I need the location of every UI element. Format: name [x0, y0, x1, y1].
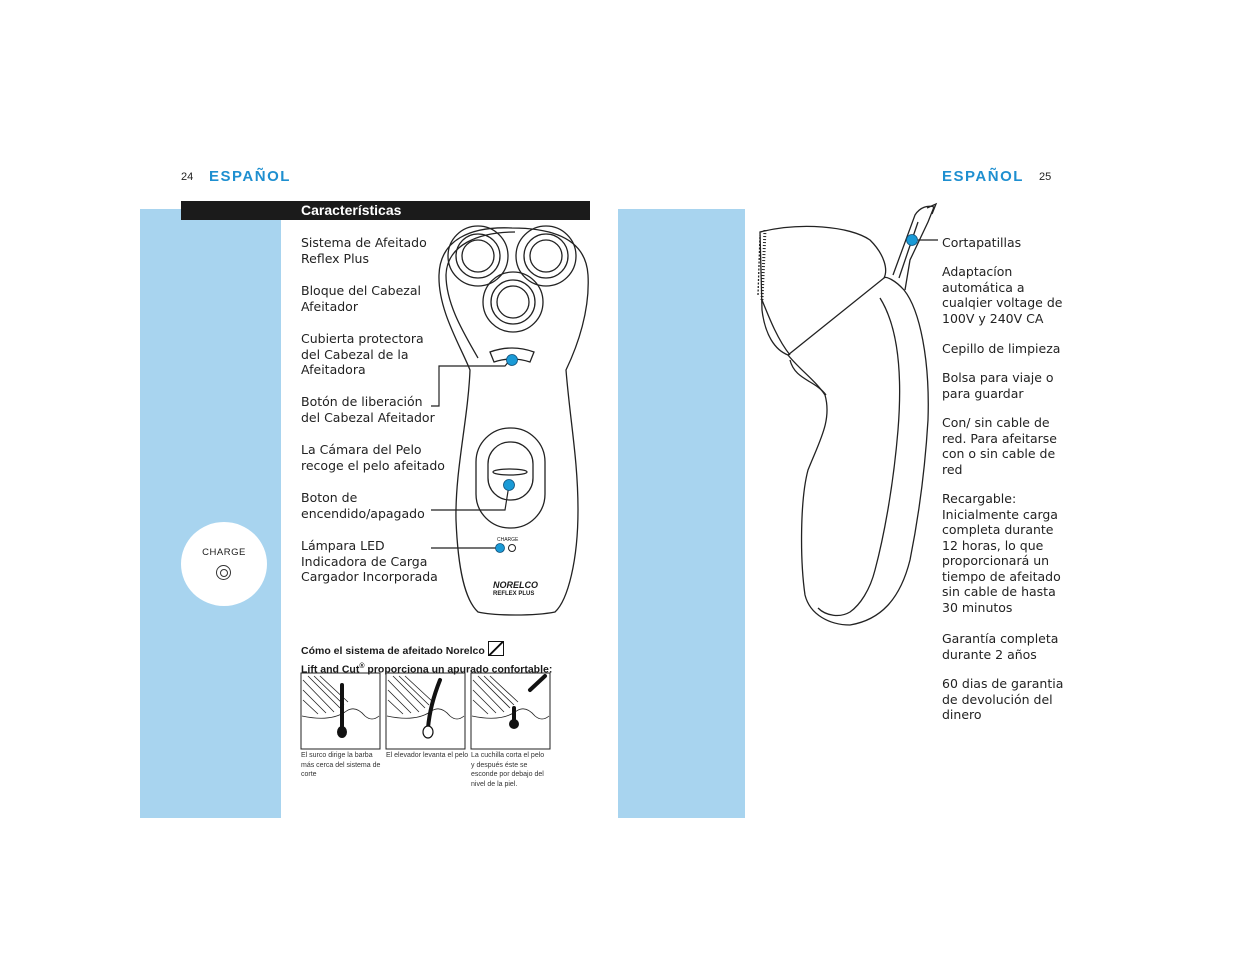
label-rechargeable: Recargable: Inicialmente carga completa …	[942, 491, 1061, 615]
section-title-bar: Características	[181, 201, 590, 220]
lift-cut-registered: ®	[359, 663, 365, 670]
label-trimmer: Cortapatillas	[942, 235, 1022, 250]
left-blue-band	[140, 209, 281, 818]
shaver-model-text: REFLEX PLUS	[493, 591, 535, 597]
lift-cut-caption-1: El surco dirige la barba más cerca del s…	[301, 752, 381, 778]
label-money-back: 60 dias de garantia de devolución del di…	[942, 676, 1064, 722]
label-on-off-button: Boton de encendido/apagado	[301, 490, 425, 521]
charge-badge-label: CHARGE	[202, 547, 246, 558]
label-hair-chamber: La Cámara del Pelo recoge el pelo afeita…	[301, 442, 445, 473]
lift-cut-caption-2: El elevador levanta el pelo	[386, 752, 469, 759]
label-protective-cap: Cubierta protectora del Cabezal de la Af…	[301, 331, 424, 377]
shaver-charge-text: CHARGE	[497, 537, 519, 543]
shaver-brand-logo: NORELCO	[493, 580, 538, 590]
label-reflex-plus: Sistema de Afeitado Reflex Plus	[301, 235, 427, 266]
right-page-number: 25	[1039, 171, 1052, 183]
label-charge-led: Lámpara LED Indicadora de Carga Cargador…	[301, 538, 438, 584]
label-voltage: Adaptacíon automática a cualqier voltage…	[942, 264, 1063, 326]
right-blue-band	[618, 209, 745, 818]
label-warranty: Garantía completa durante 2 años	[942, 631, 1059, 662]
lift-cut-logo-icon	[487, 641, 504, 656]
section-title: Características	[301, 202, 402, 218]
label-cutting-unit: Bloque del Cabezal Afeitador	[301, 283, 421, 314]
label-cleaning-brush: Cepillo de limpieza	[942, 341, 1061, 356]
charge-led-icon	[216, 565, 231, 580]
label-release-button: Botón de liberación del Cabezal Afeitado…	[301, 394, 435, 425]
left-page-number: 24	[181, 171, 194, 183]
lift-cut-title-line1: Cómo el sistema de afeitado Norelco	[301, 645, 485, 657]
lift-cut-caption-3: La cuchilla corta el pelo y después éste…	[471, 752, 545, 788]
right-language-heading: ESPAÑOL	[942, 168, 1024, 185]
label-travel-pouch: Bolsa para viaje o para guardar	[942, 370, 1054, 401]
label-cord-cordless: Con/ sin cable de red. Para afeitarse co…	[942, 415, 1057, 477]
left-language-heading: ESPAÑOL	[209, 168, 291, 185]
charge-badge: CHARGE	[181, 522, 267, 606]
